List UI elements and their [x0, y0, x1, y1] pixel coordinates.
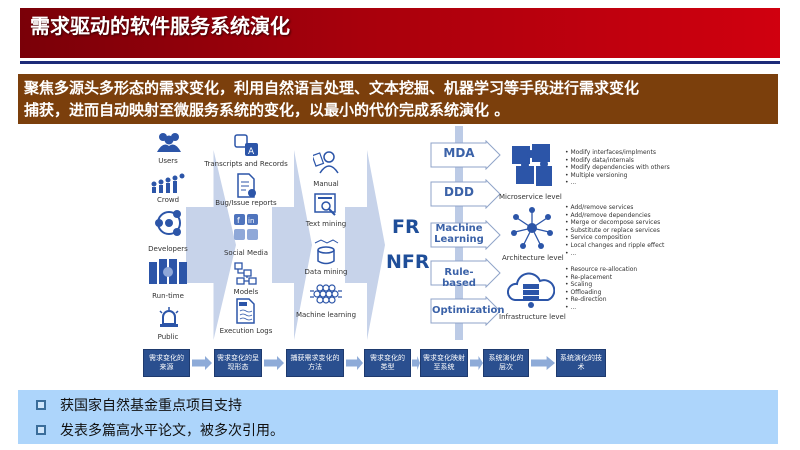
flow-step: 系统演化的层次 — [483, 349, 529, 377]
log-file-icon — [236, 298, 255, 324]
type-nfr: NFR — [386, 251, 430, 273]
flow-step: 需求变化的呈现形态 — [214, 349, 262, 377]
architecture-change-list: Add/remove services Add/remove dependenc… — [565, 204, 664, 257]
method-label: Data mining — [304, 268, 348, 276]
note-text: 发表多篇高水平论文，被多次引用。 — [60, 423, 284, 439]
flow-step: 捕获需求变化的方法 — [286, 349, 344, 377]
infrastructure-change-list: Resource re-allocation Re-placement Scal… — [565, 266, 637, 312]
architecture-network-icon — [511, 207, 553, 249]
source-label: Users — [158, 157, 178, 165]
source-label: Run-time — [152, 292, 184, 300]
change-item: Modify interfaces/implments — [565, 149, 670, 157]
change-item: Multiple versioning — [565, 172, 670, 180]
models-diagram-icon — [234, 262, 257, 285]
change-item: ... — [565, 250, 664, 258]
square-bullet-icon — [36, 400, 46, 410]
neural-network-icon — [310, 284, 342, 304]
change-item: Scaling — [565, 281, 637, 289]
technique-label: Rule-based — [442, 267, 476, 289]
developers-icon — [155, 210, 181, 236]
title-bar — [20, 8, 780, 58]
cloud-server-icon — [507, 272, 555, 308]
form-label: Models — [233, 288, 259, 296]
flow-step: 需求变化的来源 — [143, 349, 190, 377]
flow-arrow — [264, 356, 284, 370]
transcripts-chat-icon: A — [234, 134, 258, 157]
method-label: Manual — [313, 180, 339, 188]
change-item: Add/remove services — [565, 204, 664, 212]
form-label: Execution Logs — [219, 327, 273, 335]
crowd-icon — [151, 173, 185, 193]
technique-label: DDD — [444, 185, 474, 199]
flow-arrow — [192, 356, 212, 370]
runtime-servers-icon — [149, 259, 187, 284]
level-label: Microservice level — [499, 193, 562, 201]
form-label: Transcripts and Records — [204, 160, 288, 168]
change-item: Modify dependencies with others — [565, 164, 669, 172]
divider — [20, 61, 780, 64]
change-item: ... — [565, 304, 637, 312]
note-item: 发表多篇高水平论文，被多次引用。 — [36, 420, 284, 440]
type-fr: FR — [392, 216, 420, 238]
summary-box: 聚焦多源头多形态的需求变化，利用自然语言处理、文本挖掘、机器学习等手段进行需求变… — [18, 74, 778, 124]
change-item: Service composition — [565, 234, 664, 242]
svg-text:f: f — [237, 216, 240, 225]
flow-step: 需求变化映射至系统 — [420, 349, 468, 377]
note-text: 获国家自然基金重点项目支持 — [60, 398, 242, 414]
flow-arrow — [412, 356, 420, 370]
square-bullet-icon — [36, 425, 46, 435]
puzzle-icon — [512, 144, 552, 186]
manual-person-icon — [313, 151, 339, 174]
svg-text:A: A — [248, 147, 255, 157]
technique-optimization: Optimization — [430, 296, 505, 326]
technique-label: Optimization — [432, 305, 505, 316]
microservice-change-list: Modify interfaces/implments Modify data/… — [565, 149, 670, 187]
level-label: Infrastructure level — [499, 313, 566, 321]
change-item: Re-direction — [565, 296, 637, 304]
summary-line: 捕获，进而自动映射至微服务系统的变化，以最小的代价完成系统演化 。 — [24, 101, 510, 119]
change-item: Modify data/internals — [565, 157, 670, 165]
technique-machine-learning: Machine Learning — [430, 220, 502, 250]
technique-ddd: DDD — [430, 179, 502, 209]
change-item: ... — [565, 179, 670, 187]
technique-mda: MDA — [430, 140, 502, 170]
source-label: Developers — [148, 245, 188, 253]
change-item: Re-placement — [565, 274, 637, 282]
source-label: Crowd — [156, 196, 180, 204]
change-item: Add/remove dependencies — [565, 212, 664, 220]
notes-box: 获国家自然基金重点项目支持 发表多篇高水平论文，被多次引用。 — [18, 390, 778, 444]
users-icon — [157, 133, 181, 152]
change-item: Substitute or replace services — [565, 227, 664, 235]
flow-step: 需求变化的类型 — [364, 349, 411, 377]
note-item: 获国家自然基金重点项目支持 — [36, 395, 242, 415]
change-item: Offloading — [565, 289, 637, 297]
method-label: Text mining — [305, 220, 347, 228]
data-mining-icon — [314, 239, 339, 265]
flow-arrow — [531, 356, 555, 370]
flow-arrow — [470, 356, 483, 370]
summary-line: 聚焦多源头多形态的需求变化，利用自然语言处理、文本挖掘、机器学习等手段进行需求变… — [24, 79, 640, 97]
form-label: Social Media — [223, 249, 269, 257]
page-title: 需求驱动的软件服务系统演化 — [30, 14, 290, 38]
technique-label: Machine Learning — [434, 223, 484, 245]
svg-text:in: in — [248, 217, 254, 225]
alarm-light-icon — [159, 307, 179, 327]
method-label: Machine learning — [295, 311, 357, 319]
source-label: Public — [157, 333, 179, 341]
level-label: Architecture level — [502, 254, 564, 262]
flow-arrow — [346, 356, 363, 370]
flow-arrow — [186, 150, 236, 340]
bug-report-icon — [237, 173, 256, 198]
technique-label: MDA — [443, 146, 475, 160]
flow-step: 系统演化的技术 — [556, 349, 606, 377]
change-item: Local changes and ripple effect — [565, 242, 664, 250]
change-item: Resource re-allocation — [565, 266, 637, 274]
form-label: Bug/Issue reports — [215, 199, 277, 207]
change-item: Merge or decompose services — [565, 219, 664, 227]
text-mining-icon — [314, 193, 336, 216]
technique-rule-based: Rule-based — [430, 258, 502, 289]
